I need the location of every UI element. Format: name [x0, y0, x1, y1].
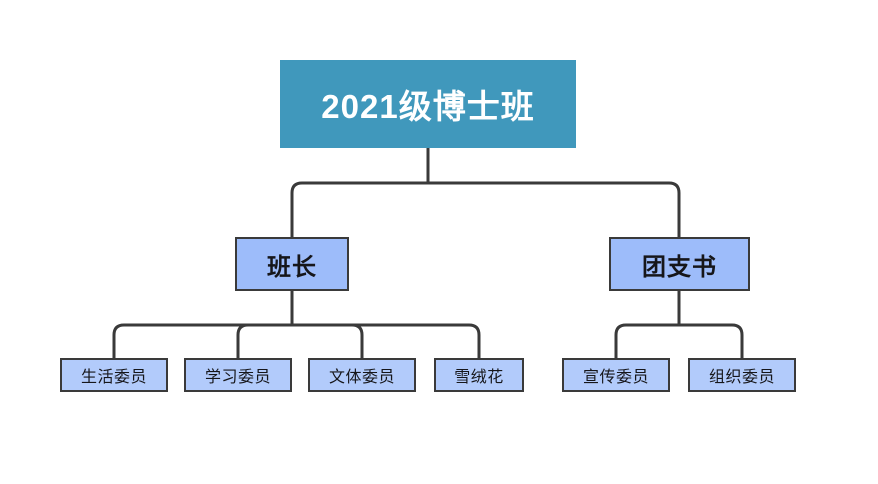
- node-xuexi-weiyuan[interactable]: 学习委员: [184, 358, 292, 392]
- connector-banzhang-to-xuexi: [236, 323, 292, 358]
- connector-root-to-banzhang: [290, 181, 428, 237]
- node-root[interactable]: 2021级博士班: [280, 60, 576, 148]
- node-xuanchuan-weiyuan[interactable]: 宣传委员: [562, 358, 670, 392]
- node-shenghuo-weiyuan[interactable]: 生活委员: [60, 358, 168, 392]
- connector-tuanzhishu-to-xuanchuan: [614, 323, 679, 358]
- node-wenti-weiyuan[interactable]: 文体委员: [308, 358, 416, 392]
- connector-banzhang-to-wenti: [292, 323, 364, 358]
- connector-root-to-tuanzhishu: [428, 181, 681, 237]
- node-xuerongfan[interactable]: 雪绒花: [434, 358, 524, 392]
- node-banzhang[interactable]: 班长: [235, 237, 349, 291]
- connector-banzhang-to-shenghuo: [112, 323, 292, 358]
- connector-tuanzhishu-to-zuzhi: [679, 323, 744, 358]
- connector-banzhang-to-xuerong: [292, 323, 481, 358]
- node-zuzhi-weiyuan[interactable]: 组织委员: [688, 358, 796, 392]
- node-tuanzhishu[interactable]: 团支书: [609, 237, 750, 291]
